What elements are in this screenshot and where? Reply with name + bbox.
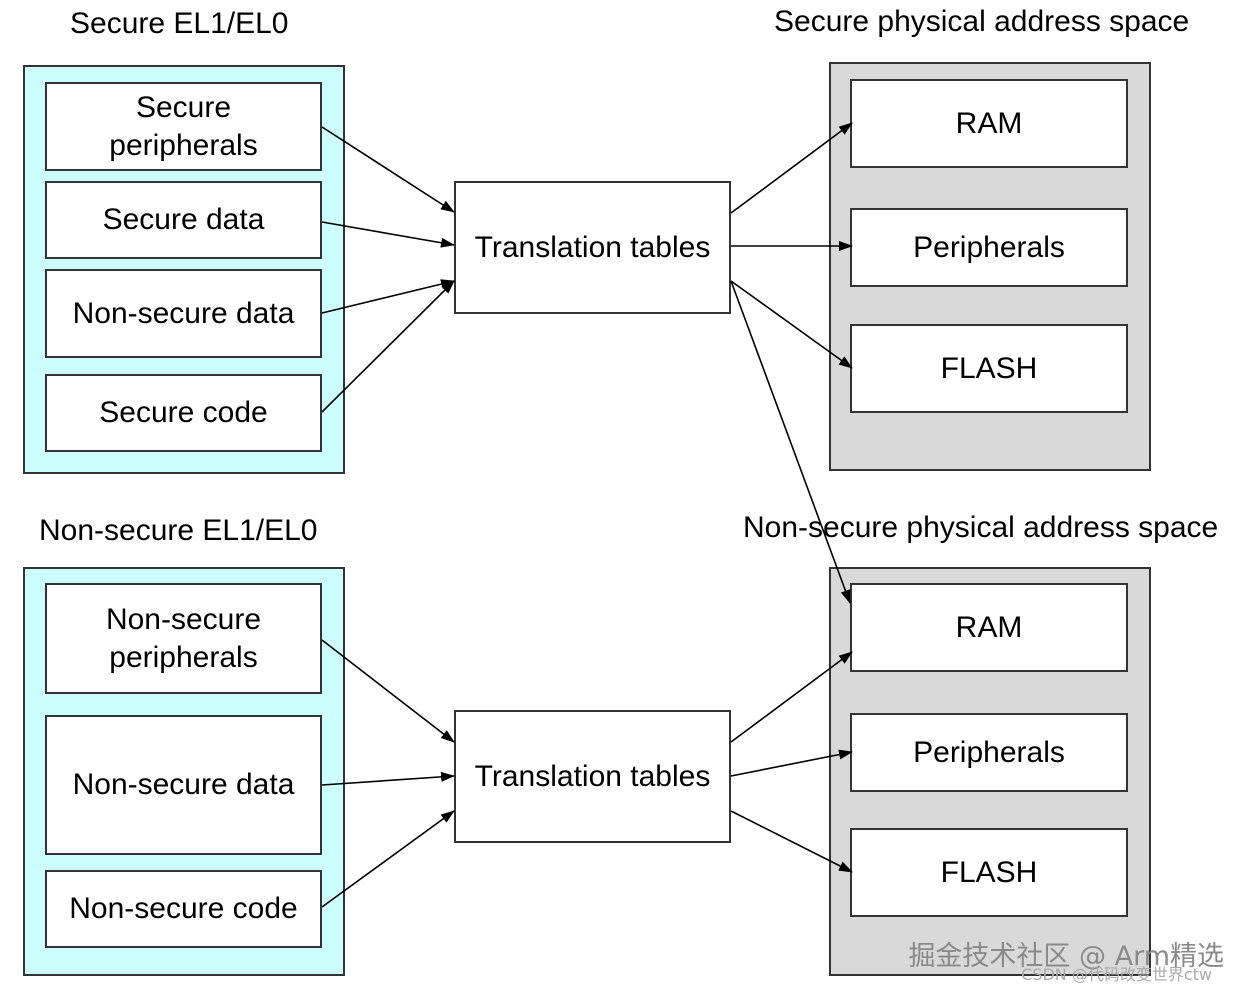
arrow-ns-tt-to-ram: [730, 651, 853, 743]
arrow-tt-to-secure-flash: [730, 280, 853, 369]
secure-flash-box: FLASH: [850, 324, 1128, 413]
arrow-tt-to-nonsecure-ram: [730, 280, 851, 604]
arrow-ns-peripherals-to-tt: [321, 639, 455, 743]
arrow-secure-peripherals-to-tt: [321, 126, 455, 213]
arrow-secure-code-to-tt: [321, 280, 455, 413]
nonsecure-peripherals-box: Non-secure peripherals: [45, 583, 322, 694]
secure-code-box: Secure code: [45, 374, 322, 452]
secure-translation-tables-box: Translation tables: [454, 181, 731, 314]
secure-data-box: Secure data: [45, 181, 322, 259]
nonsecure-data-box-lower: Non-secure data: [45, 715, 322, 855]
watermark-juejin: 掘金技术社区 @ Arm精选: [908, 941, 1224, 972]
secure-pa-heading: Secure physical address space: [774, 5, 1190, 38]
arrow-secure-data-to-tt: [321, 221, 455, 248]
secure-el-heading: Secure EL1/EL0: [70, 7, 289, 40]
nonsecure-ram-box: RAM: [850, 583, 1128, 672]
nonsecure-data-box: Non-secure data: [45, 269, 322, 358]
nonsecure-code-box: Non-secure code: [45, 870, 322, 948]
secure-peripherals-box: Secure peripherals: [45, 82, 322, 171]
nonsecure-flash-box: FLASH: [850, 828, 1128, 917]
arrow-ns-tt-to-peripherals: [730, 749, 853, 777]
arrow-ns-code-to-tt: [321, 810, 455, 908]
nonsecure-peripherals-pa-box: Peripherals: [850, 713, 1128, 792]
secure-peripherals-pa-box: Peripherals: [850, 208, 1128, 287]
arrow-ns-tt-to-flash: [730, 810, 853, 873]
watermark-csdn: CSDN @代码改变世界ctw: [1021, 965, 1212, 984]
arrow-nonsecure-data-to-tt: [321, 279, 455, 314]
secure-ram-box: RAM: [850, 79, 1128, 168]
arrow-tt-to-secure-ram: [730, 122, 853, 214]
arrow-ns-data-to-tt: [321, 771, 455, 786]
nonsecure-el-heading: Non-secure EL1/EL0: [39, 514, 318, 547]
nonsecure-translation-tables-box: Translation tables: [454, 710, 731, 843]
